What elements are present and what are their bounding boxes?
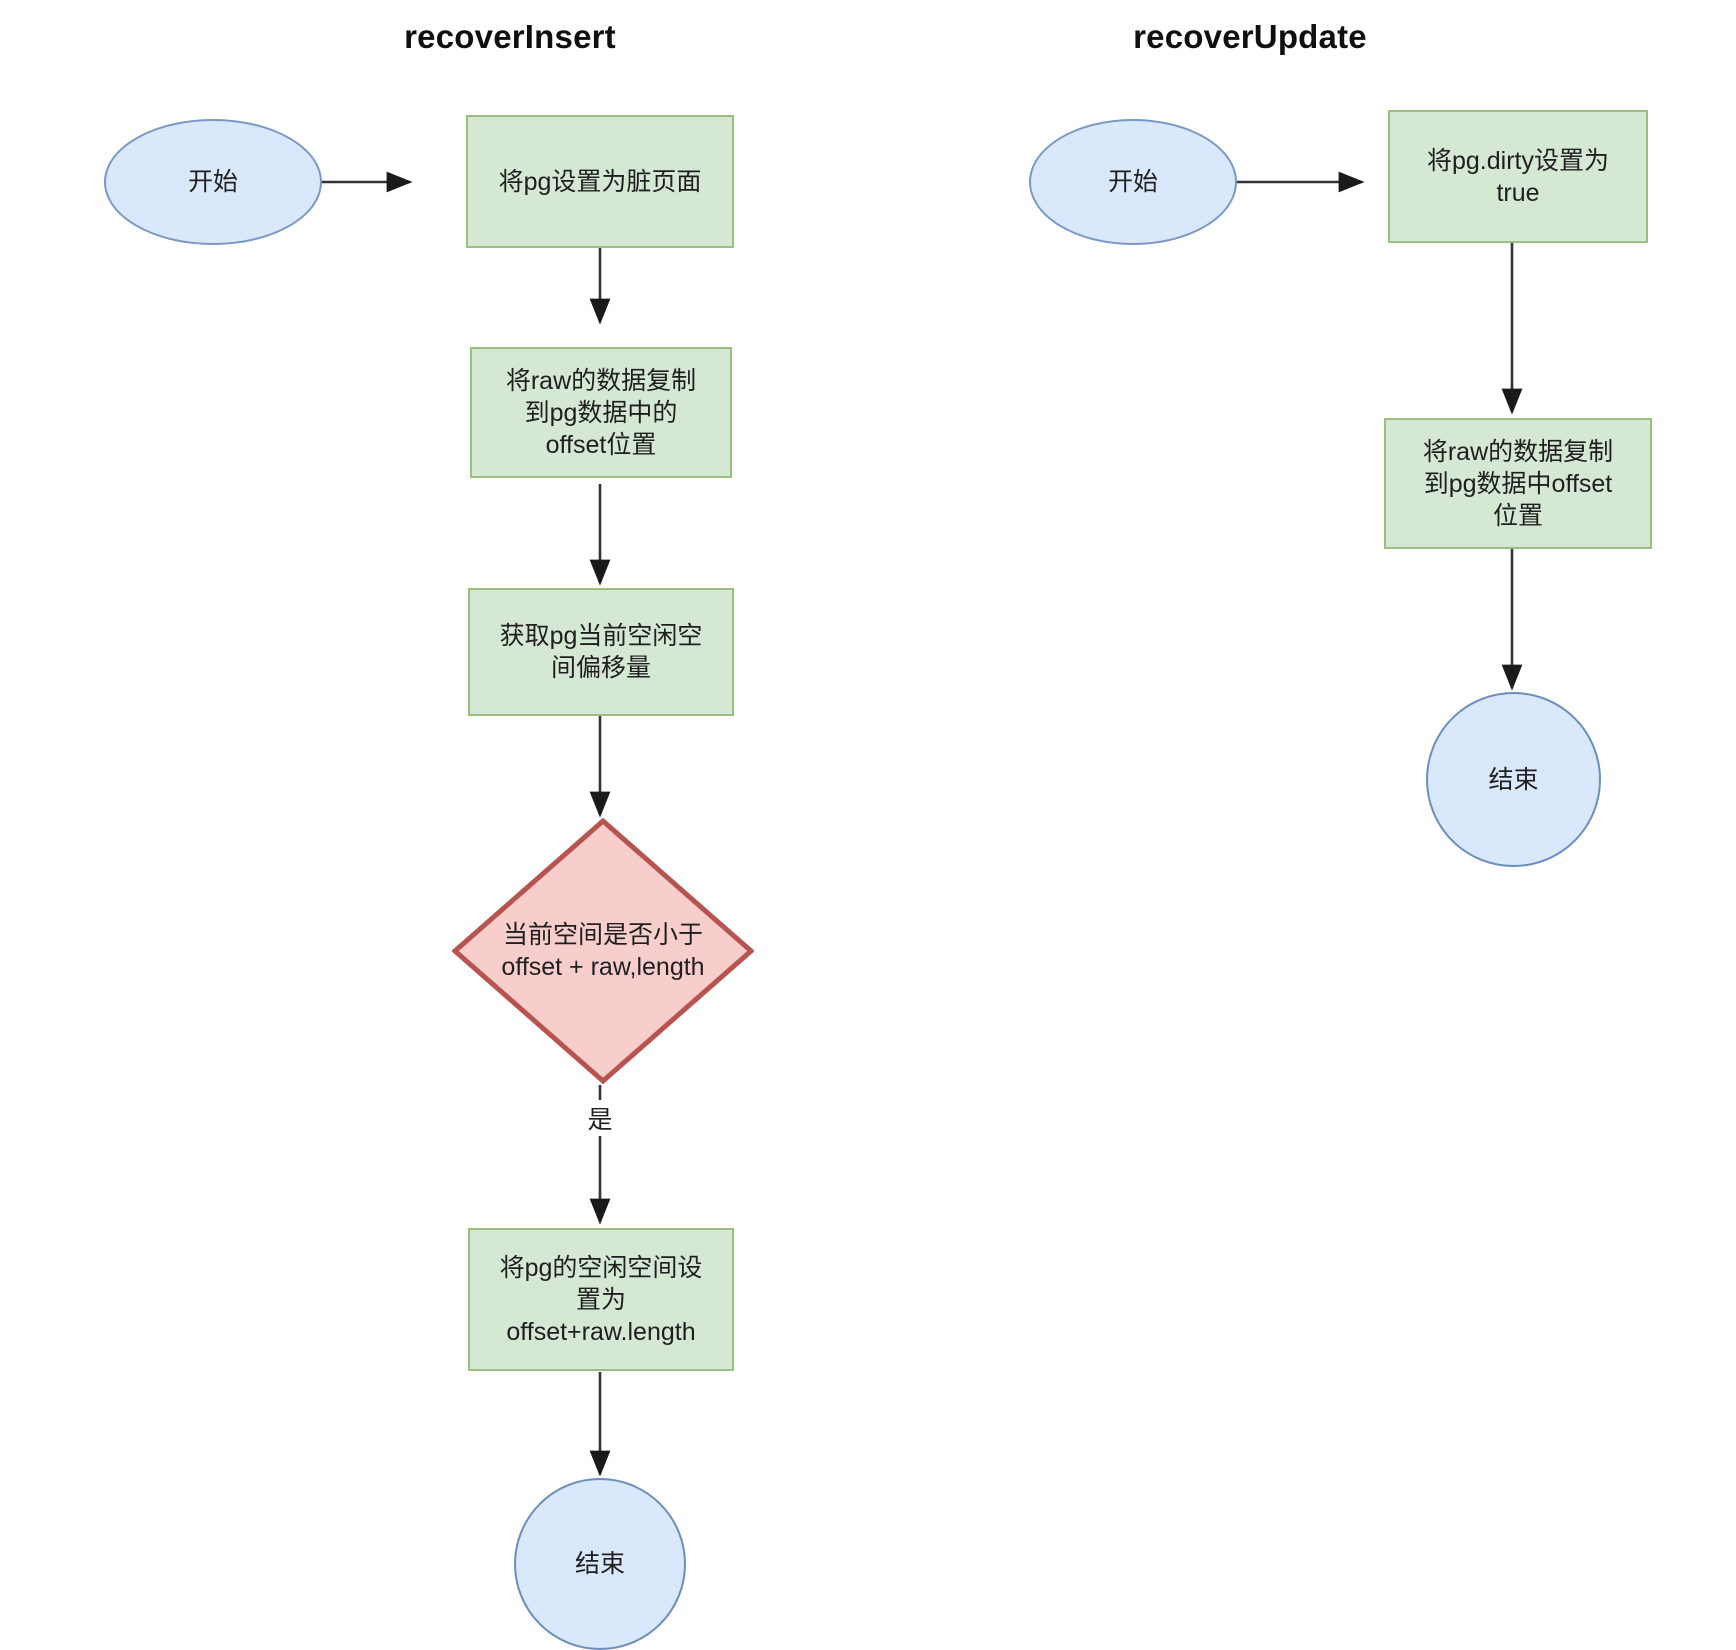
node-ins-decision-label: 当前空间是否小于 offset + raw,length	[501, 920, 705, 982]
node-ins-step2: 将raw的数据复制 到pg数据中的 offset位置	[470, 347, 732, 478]
node-ins-step3: 获取pg当前空闲空 间偏移量	[468, 588, 734, 716]
node-upd-start-label: 开始	[1107, 168, 1158, 196]
node-upd-end: 结束	[1426, 692, 1601, 867]
node-ins-step2-label: 将raw的数据复制 到pg数据中的 offset位置	[505, 366, 697, 459]
node-ins-step1: 将pg设置为脏页面	[466, 115, 734, 248]
node-ins-step4: 将pg的空闲空间设 置为 offset+raw.length	[468, 1228, 734, 1371]
node-upd-step2: 将raw的数据复制 到pg数据中offset 位置	[1384, 418, 1652, 549]
node-upd-step1: 将pg.dirty设置为 true	[1388, 110, 1648, 243]
decision-diamond-shape	[452, 818, 754, 1084]
node-ins-decision: 当前空间是否小于 offset + raw,length	[452, 818, 754, 1084]
node-ins-step3-label: 获取pg当前空闲空 间偏移量	[499, 622, 703, 682]
node-ins-start: 开始	[104, 119, 322, 245]
column-title-recover-update: recoverUpdate	[1133, 18, 1367, 55]
node-upd-end-label: 结束	[1488, 765, 1539, 794]
column-title-recover-insert: recoverInsert	[404, 18, 616, 55]
node-ins-step4-label: 将pg的空闲空间设 置为 offset+raw.length	[499, 1253, 703, 1346]
edge-label-yes: 是	[566, 1100, 634, 1136]
node-upd-step1-label: 将pg.dirty设置为 true	[1427, 146, 1609, 207]
node-ins-step1-label: 将pg设置为脏页面	[498, 167, 702, 196]
node-ins-end: 结束	[514, 1478, 686, 1650]
node-upd-step2-label: 将raw的数据复制 到pg数据中offset 位置	[1422, 437, 1614, 530]
node-upd-start: 开始	[1029, 119, 1237, 245]
node-ins-end-label: 结束	[574, 1550, 625, 1578]
node-ins-start-label: 开始	[187, 168, 238, 196]
